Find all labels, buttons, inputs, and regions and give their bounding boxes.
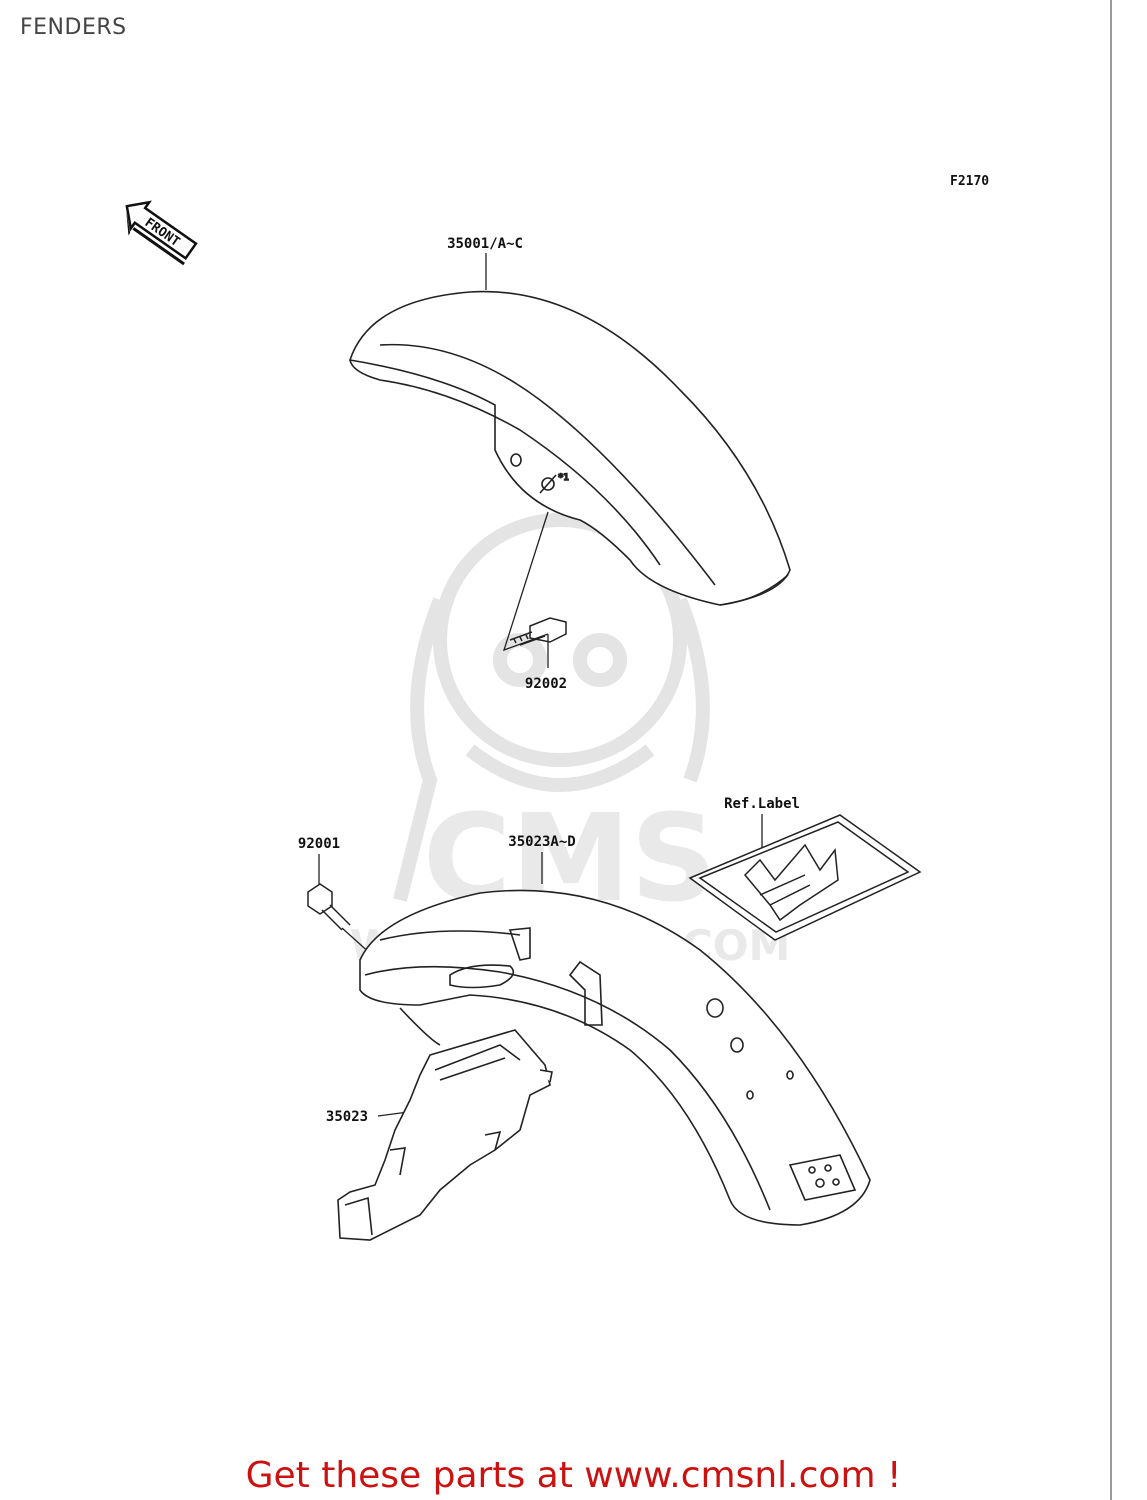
reference-label-plate — [688, 814, 922, 941]
right-divider — [1110, 0, 1112, 1500]
label-bolt-92002: 92002 — [525, 676, 567, 692]
bolt-92002 — [509, 617, 567, 646]
front-fender: *1 — [348, 290, 791, 606]
bolt-92001 — [307, 883, 351, 931]
footer-shop-link[interactable]: Get these parts at www.cmsnl.com ! — [245, 1455, 902, 1496]
figure-code: F2170 — [950, 174, 989, 189]
label-rear-fender: 35023A~D — [508, 834, 575, 850]
parts-diagram: CMS WWW.CMSNL.COM F2170 FRONT *1 35001/A… — [125, 174, 989, 1241]
label-front-fender: 35001/A~C — [447, 236, 523, 252]
label-inner-fender: 35023 — [326, 1109, 368, 1125]
inner-fender — [337, 1029, 553, 1241]
label-bolt-92001: 92001 — [298, 836, 340, 852]
front-direction-icon: FRONT — [125, 200, 198, 266]
svg-text:*1: *1 — [558, 473, 569, 483]
label-ref-label: Ref.Label — [724, 796, 800, 812]
watermark — [393, 513, 710, 902]
leader-bolt-92002 — [502, 511, 549, 668]
page-title: FENDERS — [20, 15, 127, 40]
rear-fender — [359, 889, 871, 1226]
